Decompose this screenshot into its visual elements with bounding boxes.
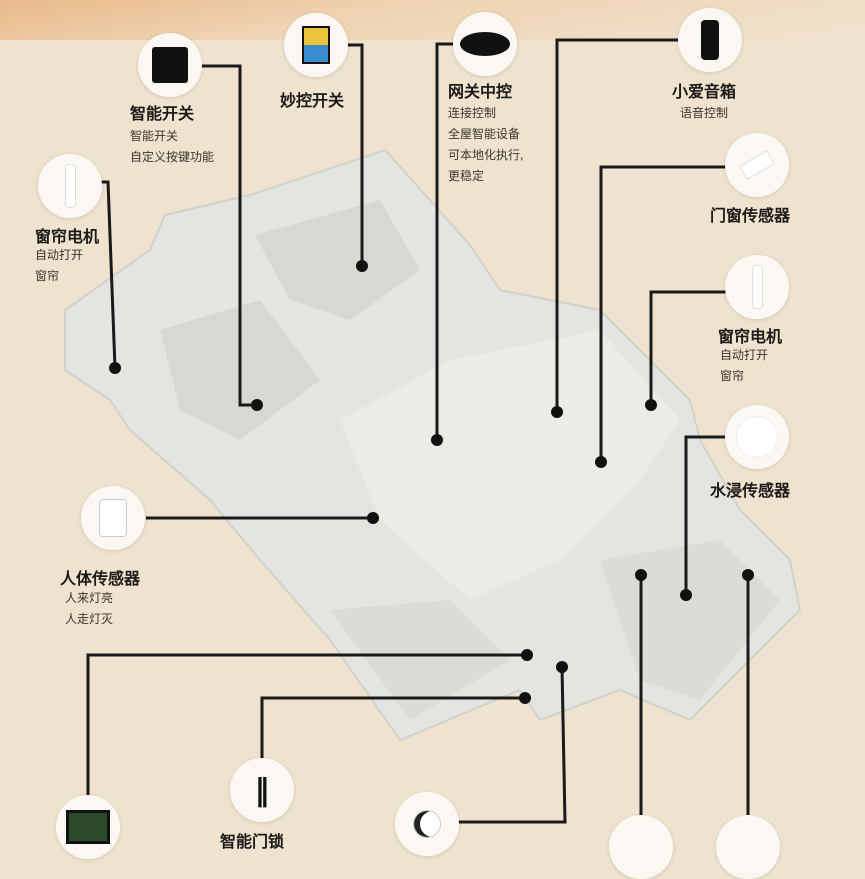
room-block bbox=[330, 600, 510, 720]
desc-line: 全屋智能设备 bbox=[448, 127, 521, 141]
door-lock-icon: ‖ bbox=[254, 772, 270, 808]
touch-switch-title: 妙控开关 bbox=[280, 91, 345, 110]
door-lock-title: 智能门锁 bbox=[220, 832, 285, 851]
smart-switch-desc: 智能开关 自定义按键功能 bbox=[130, 126, 214, 168]
curtain-right-title: 窗帘电机 bbox=[718, 327, 783, 346]
curtain-motor-icon bbox=[751, 265, 763, 309]
smart-speaker-icon bbox=[701, 20, 719, 60]
connector-lines bbox=[86, 38, 750, 843]
desc-line: 人来灯亮 bbox=[65, 591, 114, 605]
desc-line: 语音控制 bbox=[680, 106, 729, 120]
motion-sensor-title: 人体传感器 bbox=[60, 569, 141, 588]
door-sensor-title: 门窗传感器 bbox=[710, 206, 791, 225]
floor-plan bbox=[64, 38, 802, 843]
gateway-device bbox=[453, 12, 517, 76]
desc-line: 智能开关 bbox=[130, 129, 179, 143]
motion-sensor-icon bbox=[99, 499, 127, 537]
door-window-sensor-icon bbox=[739, 150, 775, 180]
room-block bbox=[600, 540, 780, 700]
room-block bbox=[255, 200, 420, 320]
desc-line: 可本地化执行, bbox=[448, 148, 524, 162]
motion-sensor-device bbox=[81, 486, 145, 550]
desc-line: 人走灯灭 bbox=[65, 612, 114, 626]
wall-switch-icon bbox=[152, 47, 188, 83]
desc-line: 更稳定 bbox=[448, 169, 485, 183]
gateway-desc: 连接控制 全屋智能设备 可本地化执行, 更稳定 bbox=[448, 103, 524, 187]
desc-line: 窗帘 bbox=[720, 369, 745, 383]
curtain-left-desc: 自动打开 窗帘 bbox=[35, 245, 83, 287]
smart-switch-title: 智能开关 bbox=[130, 104, 195, 123]
camera-icon bbox=[413, 810, 441, 838]
water-sensor-title: 水浸传感器 bbox=[710, 481, 791, 500]
motion-sensor-desc: 人来灯亮 人走灯灭 bbox=[65, 588, 113, 630]
display-panel-device bbox=[56, 795, 120, 859]
touch-switch-device bbox=[284, 13, 348, 77]
sensor-device-bottom bbox=[609, 815, 673, 879]
camera-device bbox=[395, 792, 459, 856]
speaker-title: 小爱音箱 bbox=[672, 82, 737, 101]
curtain-motor-left-device bbox=[38, 154, 102, 218]
display-panel-icon bbox=[66, 810, 110, 844]
curtain-motor-icon bbox=[64, 164, 76, 208]
door-lock-device: ‖ bbox=[230, 758, 294, 822]
smart-switch-device bbox=[138, 33, 202, 97]
speaker-desc: 语音控制 bbox=[680, 103, 728, 124]
door-sensor-device bbox=[725, 133, 789, 197]
desc-line: 连接控制 bbox=[448, 106, 497, 120]
desc-line: 窗帘 bbox=[35, 269, 60, 283]
speaker-device bbox=[678, 8, 742, 72]
desc-line: 自动打开 bbox=[35, 248, 84, 262]
sensor-device-bottom bbox=[716, 815, 780, 879]
water-leak-sensor-icon bbox=[736, 416, 778, 458]
gateway-title: 网关中控 bbox=[448, 82, 513, 101]
desc-line: 自定义按键功能 bbox=[130, 150, 215, 164]
water-sensor-device bbox=[725, 405, 789, 469]
curtain-left-title: 窗帘电机 bbox=[35, 227, 100, 246]
gateway-hub-icon bbox=[460, 32, 510, 56]
desc-line: 自动打开 bbox=[720, 348, 769, 362]
curtain-right-desc: 自动打开 窗帘 bbox=[720, 345, 768, 387]
anchor-dots bbox=[109, 260, 754, 704]
curtain-motor-right-device bbox=[725, 255, 789, 319]
living-area bbox=[340, 330, 680, 600]
touch-panel-icon bbox=[302, 26, 330, 64]
